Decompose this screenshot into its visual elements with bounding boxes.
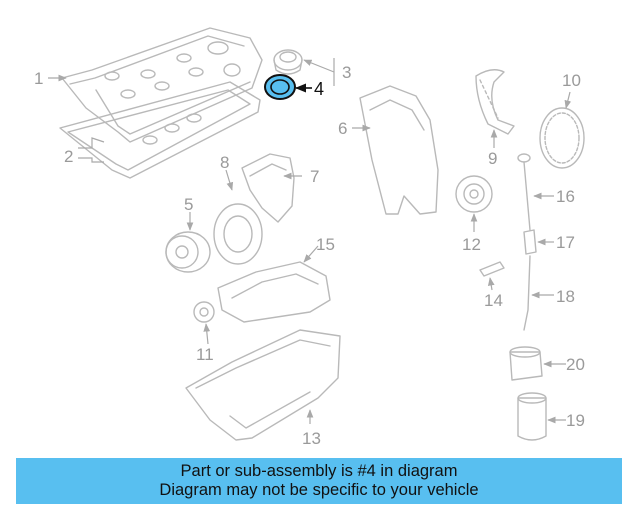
info-banner: Part or sub-assembly is #4 in diagram Di…	[16, 458, 622, 504]
crankshaft-gear-part[interactable]	[193, 301, 215, 323]
callout-3: 3	[342, 63, 351, 82]
callout-17: 17	[556, 233, 575, 252]
valve-cover-gasket-part[interactable]	[59, 81, 261, 179]
oil-filler-cap-part[interactable]	[273, 49, 303, 75]
callout-10: 10	[562, 71, 581, 90]
callout-2: 2	[64, 147, 73, 166]
oil-pan-part[interactable]	[185, 329, 341, 441]
dipstick-seal-part[interactable]	[523, 229, 537, 255]
oil-baffle-part[interactable]	[217, 261, 331, 323]
callout-11: 11	[196, 345, 214, 364]
callout-13: 13	[302, 429, 321, 448]
oil-filter-housing-part[interactable]	[509, 346, 543, 381]
callout-14: 14	[484, 291, 503, 310]
rear-timing-cover-part[interactable]	[241, 153, 295, 223]
sealant-tube-part[interactable]	[479, 261, 505, 277]
callout-15: 15	[316, 235, 335, 254]
oil-filter-part[interactable]	[517, 392, 547, 441]
callout-18: 18	[556, 287, 575, 306]
callout-8: 8	[220, 153, 229, 172]
dipstick-part[interactable]	[517, 153, 531, 231]
callout-20: 20	[566, 355, 585, 374]
leader-lines	[48, 58, 572, 424]
callout-12: 12	[462, 235, 481, 254]
callout-1: 1	[34, 69, 43, 88]
timing-belt-part[interactable]	[475, 69, 515, 135]
timing-cover-part[interactable]	[359, 85, 439, 215]
callout-4: 4	[314, 79, 324, 99]
sprocket-part[interactable]	[539, 107, 585, 169]
dipstick-tube-part[interactable]	[523, 255, 531, 331]
callout-6: 6	[338, 119, 347, 138]
callout-labels: 1 2 3 4 5 6 7 8 9 10 11 12 13 14 15 16 1…	[34, 63, 585, 448]
callout-9: 9	[488, 149, 497, 168]
tensioner-pulley-part[interactable]	[455, 175, 493, 213]
callout-5: 5	[184, 195, 193, 214]
cap-seal-part[interactable]	[264, 74, 296, 100]
crankshaft-pulley-part[interactable]	[165, 231, 211, 273]
oil-pump-housing-part[interactable]	[213, 203, 263, 265]
callout-7: 7	[310, 167, 319, 186]
callout-19: 19	[566, 411, 585, 430]
callout-16: 16	[556, 187, 575, 206]
banner-line-2: Diagram may not be specific to your vehi…	[159, 481, 479, 499]
banner-line-1: Part or sub-assembly is #4 in diagram	[180, 462, 458, 480]
